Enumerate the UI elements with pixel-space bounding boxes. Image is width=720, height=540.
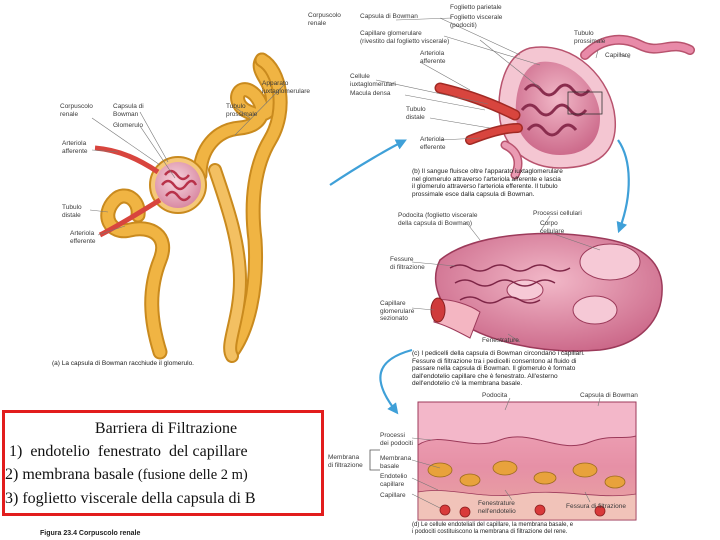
label-arteriola-efferente-a: Arteriola efferente [70, 230, 96, 245]
box-line-membrana: 2) membrana basale (fusione delle 2 m) [5, 463, 321, 487]
label-processi-c: Processi cellulari [533, 210, 582, 217]
label-apparato-a: Apparato iuxtaglomerulare [262, 80, 311, 95]
figure-caption: Figura 23.4 Corpuscolo renale [40, 530, 141, 537]
label-glomerulo-a: Glomerulo [113, 122, 143, 129]
label-tubulo-prossimale-b: Tubulo prossimale [574, 30, 606, 45]
label-tubulo-distale-a: Tubulo distale [62, 204, 82, 219]
label-arteriola-efferente-b: Arteriola efferente [420, 136, 446, 151]
box-line-foglietto: 3) foglietto viscerale della capsula di … [5, 490, 256, 507]
label-foglietto-viscerale-b: Foglietto viscerale (podociti) [450, 14, 503, 29]
panel-a-leaders [89, 84, 285, 236]
label-fessura-d: Fessura di filtrazione [566, 503, 626, 510]
box-title: Barriera di Filtrazione [94, 420, 238, 437]
label-capsula-b: Capsula di Bowman [360, 13, 418, 20]
label-capillare-d: Capillare [380, 492, 406, 499]
label-arteriola-afferente-b: Arteriola afferente [420, 50, 446, 65]
box-line-2-note: (fusione delle 2 m) [137, 467, 248, 483]
podocyte-drawing [430, 232, 663, 352]
panel-c-leaders [411, 215, 601, 343]
panel-d-leaders [411, 397, 601, 509]
label-podocita-c: Podocita (foglietto viscerale della caps… [398, 212, 478, 227]
caption-panel-a: (a) La capsula di Bowman racchiude il gl… [52, 360, 194, 367]
nephron-drawing [94, 52, 288, 363]
label-capsula-a: Capsula di Bowman [113, 103, 144, 118]
membrane-drawing [369, 401, 637, 521]
corpuscle-drawing [434, 34, 695, 180]
label-capillare-b: Capillare [605, 52, 631, 59]
label-capillare-c: Capillare glomerulare sezionato [380, 300, 415, 322]
caption-panel-c: (c) I pedicelli della capsula di Bowman … [412, 350, 585, 387]
label-macula-b: Macula densa [350, 90, 391, 97]
label-membrana-d: Membrana basale [380, 455, 412, 470]
box-line-2-text: 2) membrana basale [5, 466, 138, 483]
label-endotelio-d: Endotelio capillare [380, 473, 408, 488]
box-line-1-text: 1) endotelio fenestrato del capillare [5, 443, 248, 460]
label-membrana-filtrazione-d: Membrana di filtrazione [328, 454, 363, 469]
label-corpuscolo-b: Corpuscolo renale [308, 12, 341, 27]
label-fenestrature-c: Fenestrature [482, 337, 519, 344]
label-corpuscolo-a: Corpuscolo renale [60, 103, 93, 118]
box-line-endotelio: 1) endotelio fenestrato del capillare [5, 440, 321, 463]
label-corpo-c: Corpo cellulare [540, 220, 565, 235]
panel-b-leaders [375, 17, 631, 141]
label-fenestrature-d: Fenestrature nell'endotelio [478, 500, 516, 515]
label-cellule-b: Cellule iuxtaglomerulari [350, 73, 396, 88]
filtration-barrier-box: Barriera di Filtrazione 1) endotelio fen… [2, 410, 324, 516]
label-tubulo-prossimale-a: Tubulo prossimale [226, 103, 258, 118]
caption-panel-b: (b) Il sangue fluisce oltre l'apparato i… [412, 168, 563, 198]
label-tubulo-distale-b: Tubulo distale [406, 106, 426, 121]
caption-panel-d: (d) Le cellule endoteliali del capillare… [412, 522, 574, 535]
label-podocita-d: Podocita [482, 392, 508, 399]
label-capsula-d: Capsula di Bowman [580, 392, 638, 399]
label-arteriola-afferente-a: Arteriola afferente [62, 140, 88, 155]
label-processi-d: Processi dei podociti [380, 432, 413, 447]
label-capillare-glomerulare-b: Capillare glomerulare (rivestito dal fog… [360, 30, 450, 45]
flow-arrows [329, 139, 630, 415]
label-foglietto-parietale-b: Foglietto parietale [450, 4, 502, 11]
label-fessure-c: Fessure di filtrazione [390, 256, 425, 271]
